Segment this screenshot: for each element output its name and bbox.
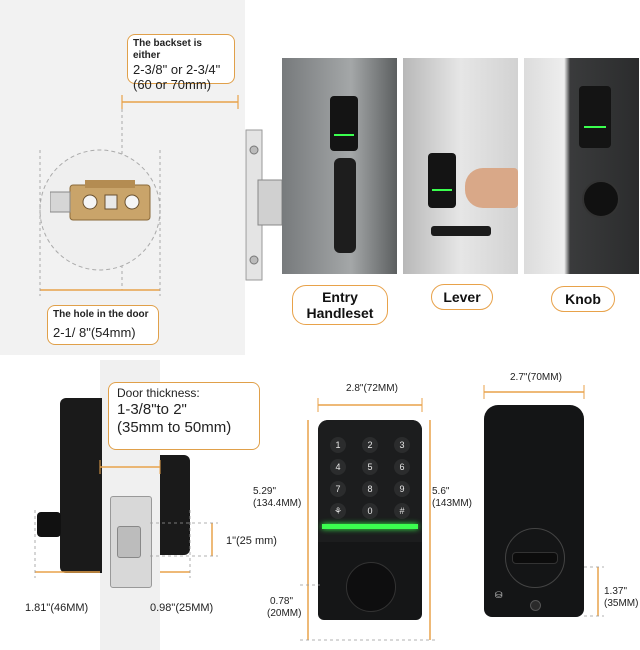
depth-right-label: 0.98"(25MM) bbox=[150, 602, 214, 614]
front-total-inch: 5.6" bbox=[432, 486, 450, 497]
keypad-key-label: 8 bbox=[362, 481, 378, 497]
knob-label-text: Knob bbox=[565, 291, 601, 307]
hand-illustration bbox=[465, 168, 518, 208]
side-dimension-lines bbox=[34, 460, 218, 578]
back-dimension-lines bbox=[483, 385, 604, 617]
keypad-key[interactable]: 6 bbox=[386, 456, 418, 478]
thickness-mm: (35mm to 50mm) bbox=[117, 419, 232, 436]
back-bottom-mm: (35MM) bbox=[604, 598, 639, 609]
back-width-label: 2.7"(70MM) bbox=[510, 372, 562, 383]
front-width-label: 2.8"(72MM) bbox=[346, 383, 398, 394]
keypad-key-label: 6 bbox=[394, 459, 410, 475]
entry-handleset-photo bbox=[282, 58, 397, 274]
keypad-key[interactable]: 7 bbox=[322, 478, 354, 500]
keypad-key-label: 9 bbox=[394, 481, 410, 497]
back-bottom-inch: 1.37" bbox=[604, 586, 628, 597]
strike-plate-illustration bbox=[245, 129, 283, 281]
latch-bolt bbox=[117, 526, 141, 558]
latch-height-label: 1"(25 mm) bbox=[226, 535, 277, 547]
keypad-key-label: 0 bbox=[362, 503, 378, 519]
hole-title: The hole in the door bbox=[53, 309, 149, 320]
knob-label: Knob bbox=[551, 286, 615, 312]
back-thumb-turn bbox=[505, 528, 565, 588]
back-button bbox=[530, 600, 541, 611]
keypad-key[interactable]: # bbox=[386, 500, 418, 522]
backset-value-inch: 2-3/8" or 2-3/4" bbox=[133, 62, 221, 77]
backset-callout: The backset is either 2-3/8" or 2-3/4" (… bbox=[127, 34, 235, 92]
lever-handle bbox=[431, 226, 491, 236]
door-thickness-callout: Door thickness: 1-3/8"to 2" (35mm to 50m… bbox=[108, 382, 260, 450]
keypad-key[interactable]: 0 bbox=[354, 500, 386, 522]
front-bottom-mm: (20MM) bbox=[267, 608, 302, 619]
latch-mechanism-illustration bbox=[50, 180, 151, 221]
entry-label-line2: Handleset bbox=[306, 305, 374, 321]
keypad-key[interactable]: 8 bbox=[354, 478, 386, 500]
lock-side-interior bbox=[160, 455, 190, 555]
lock-side-exterior bbox=[60, 398, 102, 573]
keypad-key[interactable]: 9 bbox=[386, 478, 418, 500]
front-bottom-inch: 0.78" bbox=[270, 596, 294, 607]
front-total-mm: (143MM) bbox=[432, 498, 473, 509]
lever-label-text: Lever bbox=[443, 289, 481, 305]
entry-handle bbox=[334, 158, 356, 253]
front-keyhole bbox=[346, 562, 396, 612]
hole-value: 2-1/ 8"(54mm) bbox=[53, 325, 136, 340]
front-dimension-lines bbox=[300, 398, 438, 641]
knob-lock-keypad bbox=[579, 86, 611, 148]
keypad-key[interactable]: ⚘ bbox=[322, 500, 354, 522]
backset-value-mm: (60 or 70mm) bbox=[133, 77, 212, 92]
hole-callout: The hole in the door 2-1/ 8"(54mm) bbox=[47, 305, 159, 345]
keypad-key-label: 1 bbox=[330, 437, 346, 453]
backset-title: The backset is either bbox=[133, 38, 202, 61]
lever-label: Lever bbox=[431, 284, 493, 310]
back-turn-bar bbox=[512, 552, 558, 564]
keypad-key-label: # bbox=[394, 503, 410, 519]
knob-lock-led bbox=[584, 126, 606, 128]
keypad-key[interactable]: 4 bbox=[322, 456, 354, 478]
keypad-key[interactable]: 3 bbox=[386, 434, 418, 456]
keypad-key[interactable]: 2 bbox=[354, 434, 386, 456]
keypad-key-label: 5 bbox=[362, 459, 378, 475]
keypad-key-label: 7 bbox=[330, 481, 346, 497]
keypad-key-label: 4 bbox=[330, 459, 346, 475]
lock-unlock-icon: ⛁ bbox=[495, 590, 503, 600]
lever-lock-keypad bbox=[428, 153, 456, 208]
thumb-turn-side bbox=[37, 512, 61, 537]
entry-lock-keypad bbox=[330, 96, 358, 151]
thickness-inch: 1-3/8"to 2" bbox=[117, 401, 187, 418]
keypad-key[interactable]: 1 bbox=[322, 434, 354, 456]
front-height-mm: (134.4MM) bbox=[253, 498, 302, 509]
keypad-key-label: ⚘ bbox=[330, 503, 346, 519]
lever-photo bbox=[403, 58, 518, 274]
thickness-title: Door thickness: bbox=[117, 386, 200, 400]
front-height-inch: 5.29" bbox=[253, 486, 277, 497]
door-knob bbox=[582, 180, 620, 218]
knob-photo bbox=[524, 58, 639, 274]
keypad-led-strip bbox=[322, 524, 418, 529]
entry-handleset-label: Entry Handleset bbox=[292, 285, 388, 325]
lever-lock-led bbox=[432, 189, 452, 191]
entry-lock-led bbox=[334, 134, 354, 136]
entry-label-line1: Entry bbox=[322, 289, 358, 305]
keypad-key[interactable]: 5 bbox=[354, 456, 386, 478]
keypad-key-label: 2 bbox=[362, 437, 378, 453]
keypad-key-label: 3 bbox=[394, 437, 410, 453]
depth-left-label: 1.81"(46MM) bbox=[25, 602, 89, 614]
